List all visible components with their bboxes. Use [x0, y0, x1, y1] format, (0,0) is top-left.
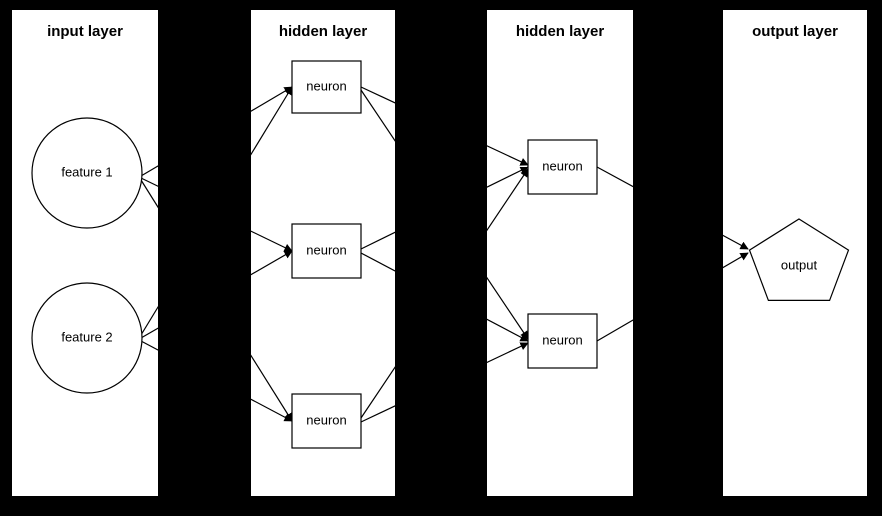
mask-right	[867, 0, 882, 516]
feature-2-label: feature 2	[61, 329, 112, 344]
node-feature-2[interactable]: feature 2	[31, 282, 143, 394]
mask-gap-hidden2-output	[633, 0, 723, 516]
node-output-node[interactable]: output	[748, 218, 850, 301]
h2-neuron-1-label: neuron	[542, 158, 582, 173]
h1-neuron-1-shape[interactable]	[291, 60, 362, 114]
panel-title-hidden-layer-1: hidden layer	[279, 23, 368, 40]
node-feature-1[interactable]: feature 1	[31, 117, 143, 229]
mask-gap-input-hidden1	[158, 0, 251, 516]
node-h1-neuron-2[interactable]: neuron	[291, 223, 362, 279]
output-node-label: output	[781, 257, 818, 272]
node-h1-neuron-3[interactable]: neuron	[291, 393, 362, 449]
h1-neuron-2-label: neuron	[306, 242, 346, 257]
node-h2-neuron-1[interactable]: neuron	[527, 139, 598, 195]
panel-titles-group: input layer hidden layer hidden layer outpu…	[47, 23, 838, 40]
mask-gap-hidden1-hidden2	[395, 0, 487, 516]
feature-1-shape[interactable]	[31, 117, 143, 229]
feature-1-label: feature 1	[61, 164, 112, 179]
feature-2-shape[interactable]	[31, 282, 143, 394]
h1-neuron-1-label: neuron	[306, 78, 346, 93]
mask-top	[0, 0, 882, 10]
h2-neuron-2-shape[interactable]	[527, 313, 598, 369]
panel-hidden-layer-2	[487, 10, 633, 496]
h1-neuron-2-shape[interactable]	[291, 223, 362, 279]
h1-neuron-3-label: neuron	[306, 412, 346, 427]
output-node-shape[interactable]	[748, 218, 850, 301]
panel-title-output-layer: output layer	[752, 23, 838, 40]
node-h1-neuron-1[interactable]: neuron	[291, 60, 362, 114]
mask-left	[0, 0, 12, 516]
nodes-group: feature 1 feature 2 neuron neuron neuron neur…	[31, 60, 850, 449]
h2-neuron-1-shape[interactable]	[527, 139, 598, 195]
panel-title-input-layer: input layer	[47, 23, 123, 40]
node-h2-neuron-2[interactable]: neuron	[527, 313, 598, 369]
h2-neuron-2-label: neuron	[542, 332, 582, 347]
panel-input-layer	[12, 10, 158, 496]
panel-title-hidden-layer-2: hidden layer	[516, 23, 605, 40]
mask-bottom	[0, 496, 882, 516]
h1-neuron-3-shape[interactable]	[291, 393, 362, 449]
